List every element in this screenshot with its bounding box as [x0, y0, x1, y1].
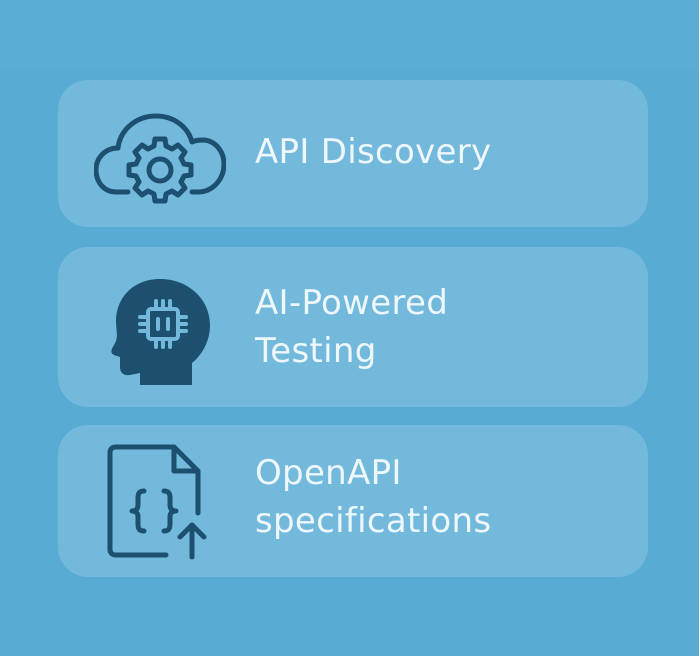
- feature-title-line-1: OpenAPI: [255, 453, 402, 493]
- feature-title-line-2: Testing: [255, 331, 377, 371]
- feature-card-ai-powered-testing: AI-Powered Testing: [58, 247, 648, 407]
- feature-title-line-1: API Discovery: [255, 132, 492, 172]
- head-chip-icon: [106, 275, 214, 387]
- cloud-gear-icon: [94, 100, 226, 208]
- feature-label: API Discovery: [255, 128, 491, 176]
- feature-card-openapi-specifications: OpenAPI specifications: [58, 425, 648, 577]
- feature-label: OpenAPI specifications: [255, 449, 491, 545]
- feature-title-line-1: AI-Powered: [255, 283, 449, 323]
- feature-title-line-2: specifications: [255, 501, 492, 541]
- code-document-upload-icon: [106, 443, 214, 561]
- feature-label: AI-Powered Testing: [255, 279, 448, 375]
- feature-card-api-discovery: API Discovery: [58, 80, 648, 227]
- top-band: [0, 0, 699, 70]
